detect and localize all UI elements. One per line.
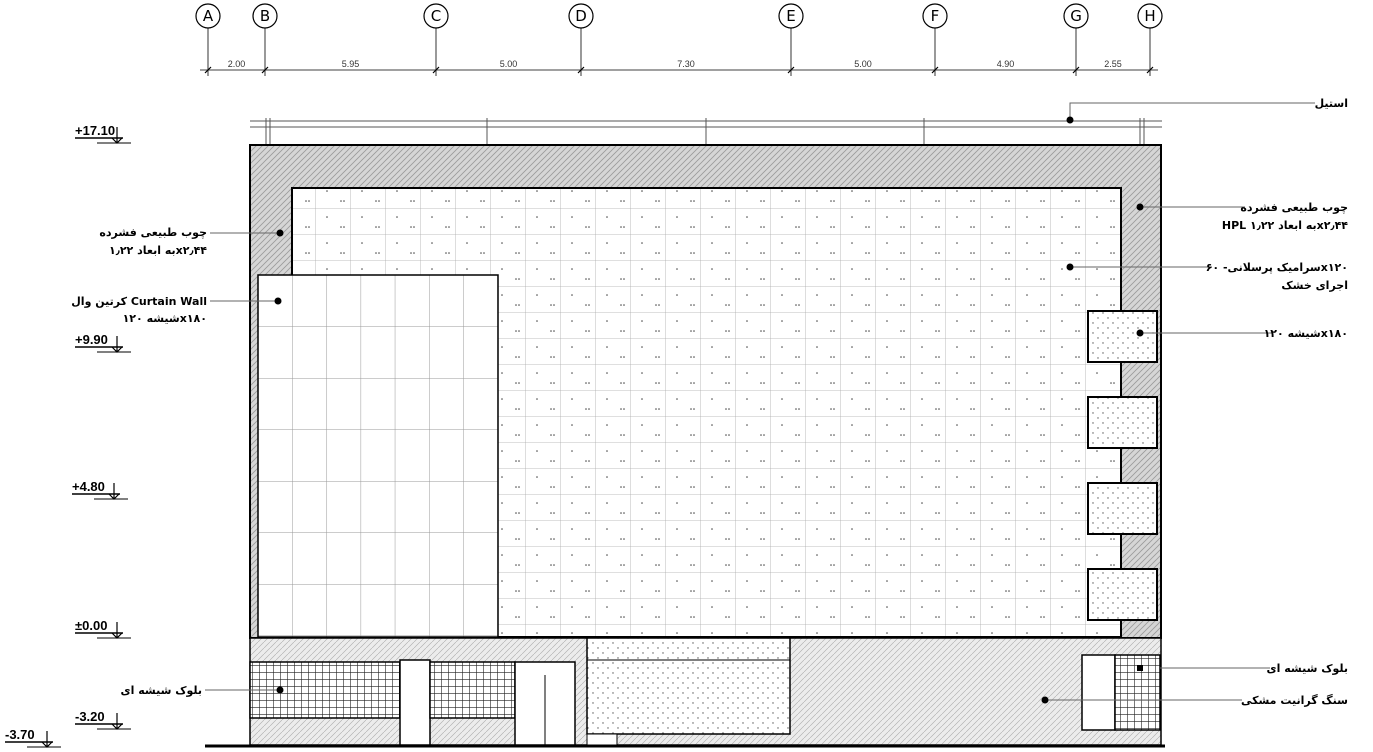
level-marker: +4.80 xyxy=(72,479,128,500)
axis-label: A xyxy=(203,7,214,25)
axis-label: F xyxy=(931,7,940,25)
axis-f: F xyxy=(922,3,948,76)
axis-d: D xyxy=(568,3,594,76)
axis-c: C xyxy=(423,3,449,76)
axis-label: E xyxy=(786,7,795,25)
level-value: +17.10 xyxy=(75,123,115,138)
note-wood-left-1: چوب طبیعی فشرده xyxy=(99,226,207,239)
axis-label: D xyxy=(575,7,587,25)
level-marker: +17.10 xyxy=(75,123,131,144)
note-wood-right-2: HPL به ابعاد ۱٫۲۲x۲٫۴۴ xyxy=(1222,219,1348,232)
note-ceramic-1: سرامیک پرسلانی- ۶۰x۱۲۰ xyxy=(1206,261,1348,274)
span-dimension: 7.30 xyxy=(677,59,695,69)
axis-label: H xyxy=(1144,7,1155,25)
axis-a: A xyxy=(195,3,221,76)
curtain-wall xyxy=(257,274,499,638)
note-steel: استیل xyxy=(1315,97,1348,110)
level-value: +4.80 xyxy=(72,479,105,494)
grid-axes: A B C D E F G H 2.00 5.95 5.00 7.30 5.00 4.90 2.55 xyxy=(195,3,1163,76)
axis-label: G xyxy=(1070,7,1082,25)
axis-g: G xyxy=(1063,3,1089,76)
leader-dots xyxy=(274,116,1144,704)
axis-b: B xyxy=(252,3,278,76)
axis-label: C xyxy=(431,7,441,25)
span-dimension: 2.00 xyxy=(228,59,246,69)
note-curtain-2: شیشه ۱۲۰x۱۸۰ xyxy=(123,312,207,325)
note-wood-left-2: به ابعاد ۱٫۲۲x۲٫۴۴ xyxy=(109,244,207,257)
steel-railing xyxy=(250,118,1162,145)
level-value: -3.70 xyxy=(5,727,35,742)
note-glass-right: شیشه ۱۲۰x۱۸۰ xyxy=(1264,327,1348,340)
level-markers: +17.10 +9.90 +4.80 ±0.00 -3.20 -3.70 xyxy=(5,123,131,748)
level-value: +9.90 xyxy=(75,332,108,347)
span-dimension: 5.00 xyxy=(500,59,518,69)
note-curtain-1: کرتین وال Curtain Wall xyxy=(71,295,207,308)
note-glass-block-left: بلوک شیشه ای xyxy=(121,684,202,697)
span-dimension: 5.95 xyxy=(342,59,360,69)
level-value: ±0.00 xyxy=(75,618,107,633)
level-marker: -3.20 xyxy=(75,709,131,730)
span-dimension: 5.00 xyxy=(854,59,872,69)
note-ceramic-2: اجرای خشک xyxy=(1281,279,1348,292)
level-marker: -3.70 xyxy=(5,727,61,748)
axis-label: B xyxy=(260,7,270,25)
leader-lines xyxy=(205,102,1315,701)
level-value: -3.20 xyxy=(75,709,105,724)
note-wood-right-1: چوب طبیعی فشرده xyxy=(1240,201,1348,214)
axis-h: H xyxy=(1137,3,1163,76)
basement xyxy=(205,637,1165,748)
level-marker: ±0.00 xyxy=(75,618,131,639)
span-dimension: 2.55 xyxy=(1104,59,1122,69)
right-windows xyxy=(1087,310,1158,621)
level-marker: +9.90 xyxy=(75,332,131,353)
span-dimension: 4.90 xyxy=(997,59,1015,69)
axis-e: E xyxy=(778,3,804,76)
note-glass-block-right: بلوک شیشه ای xyxy=(1267,662,1348,675)
note-granite: سنگ گرانیت مشکی xyxy=(1241,693,1348,707)
